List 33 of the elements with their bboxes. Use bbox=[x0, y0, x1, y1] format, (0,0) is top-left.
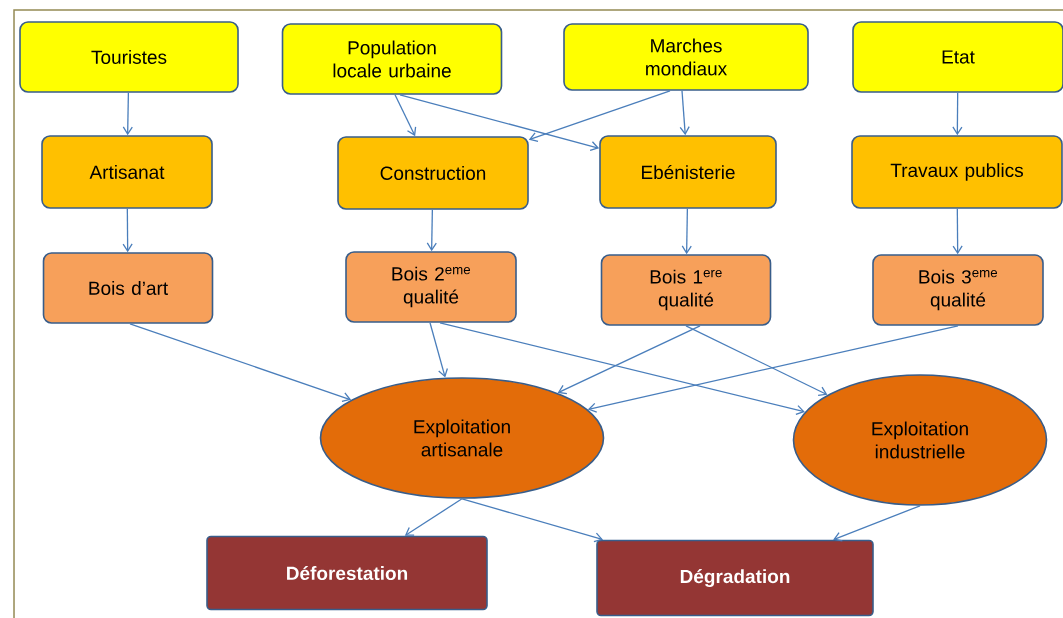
arrow bbox=[404, 498, 463, 536]
outcome-box: Dégradation bbox=[596, 539, 874, 617]
process-box: Etat bbox=[852, 21, 1063, 93]
process-box: Touristes bbox=[19, 21, 239, 93]
process-box: Ebénisterie bbox=[599, 135, 777, 209]
arrow bbox=[129, 323, 352, 403]
arrow bbox=[685, 325, 828, 396]
arrow bbox=[426, 209, 437, 252]
arrow bbox=[952, 208, 963, 255]
arrow bbox=[461, 498, 604, 543]
arrow bbox=[557, 325, 701, 395]
outcome-box: Déforestation bbox=[206, 535, 488, 611]
arrow bbox=[952, 92, 963, 136]
arrow bbox=[679, 90, 690, 136]
process-box: Artisanat bbox=[41, 135, 213, 209]
arrow bbox=[439, 322, 805, 415]
process-box: Travaux publics bbox=[851, 135, 1063, 209]
process-box: Population locale urbaine bbox=[281, 23, 503, 95]
process-box: Bois 3$^{eme}$ qualité bbox=[872, 254, 1044, 326]
arrow bbox=[122, 208, 133, 253]
process-box: Bois d’art bbox=[42, 252, 214, 324]
process-box: Bois 2$^{eme}$ qualité bbox=[345, 251, 517, 323]
arrow bbox=[681, 208, 692, 255]
arrow bbox=[587, 325, 959, 413]
arrow bbox=[122, 92, 133, 136]
arrow bbox=[399, 94, 600, 152]
arrow bbox=[429, 322, 449, 378]
arrow bbox=[394, 94, 417, 137]
process-box: Marches mondiaux bbox=[563, 23, 809, 91]
arrow bbox=[528, 90, 671, 143]
process-box: Bois 1$^{ere}$ qualité bbox=[600, 254, 772, 326]
process-box: Construction bbox=[337, 136, 529, 210]
arrow bbox=[833, 505, 921, 542]
